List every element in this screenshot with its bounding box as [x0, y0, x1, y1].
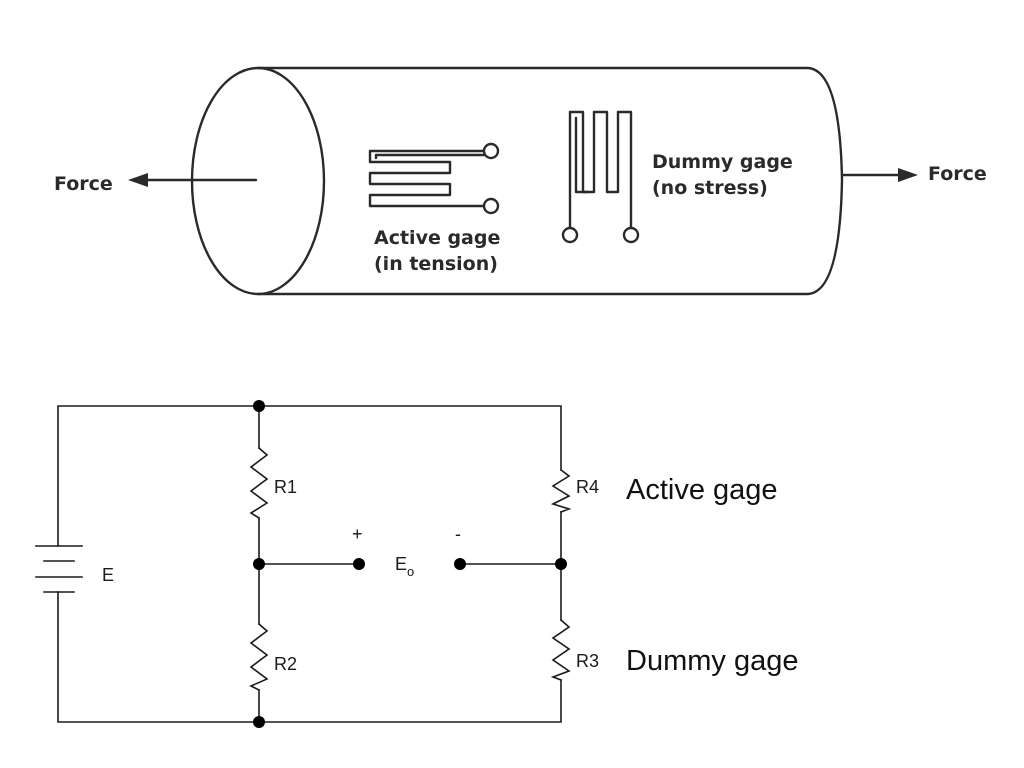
- r2-label: R2: [274, 654, 297, 674]
- force-label-right: Force: [928, 163, 987, 185]
- node-mid-left: [253, 558, 265, 570]
- r3-caption: Dummy gage: [626, 645, 798, 677]
- arrow-head-right-icon: [898, 168, 918, 182]
- force-arrow-right: [840, 168, 918, 182]
- bridge-wires: [57, 405, 562, 723]
- node-mid-right: [555, 558, 567, 570]
- cylinder-body-outline: [256, 66, 844, 296]
- resistor-r4-icon: [550, 468, 572, 514]
- r4-caption: Active gage: [626, 474, 778, 506]
- r4-label: R4: [576, 477, 599, 497]
- r1-label: R1: [274, 477, 297, 497]
- output-plus-label: +: [352, 524, 363, 544]
- battery-icon: [35, 545, 83, 593]
- r3-label: R3: [576, 651, 599, 671]
- output-minus-label: -: [455, 524, 461, 544]
- output-voltage-subscript: o: [407, 564, 414, 579]
- node-output-minus: [454, 558, 466, 570]
- node-top-left: [253, 400, 265, 412]
- resistor-r3-icon: [550, 618, 571, 682]
- dummy-gage-label-line1: Dummy gage: [652, 151, 793, 173]
- force-arrow-left: [128, 173, 258, 187]
- resistor-r2-icon: [249, 622, 269, 692]
- output-voltage-label: Eo: [395, 554, 414, 579]
- dummy-gage-label-line2: (no stress): [652, 177, 768, 199]
- dummy-gage-grid-icon: [561, 110, 640, 244]
- active-gage-label-line2: (in tension): [374, 253, 498, 275]
- junction-nodes: [253, 400, 567, 728]
- node-bottom-left: [253, 716, 265, 728]
- active-gage-label-line1: Active gage: [374, 227, 500, 249]
- resistor-r1-icon: [249, 446, 269, 520]
- battery-label: E: [102, 565, 114, 585]
- node-output-plus: [353, 558, 365, 570]
- active-gage-grid-icon: [368, 142, 500, 215]
- output-voltage-main: E: [395, 554, 407, 574]
- arrow-head-left-icon: [128, 173, 148, 187]
- force-label-left: Force: [54, 173, 113, 195]
